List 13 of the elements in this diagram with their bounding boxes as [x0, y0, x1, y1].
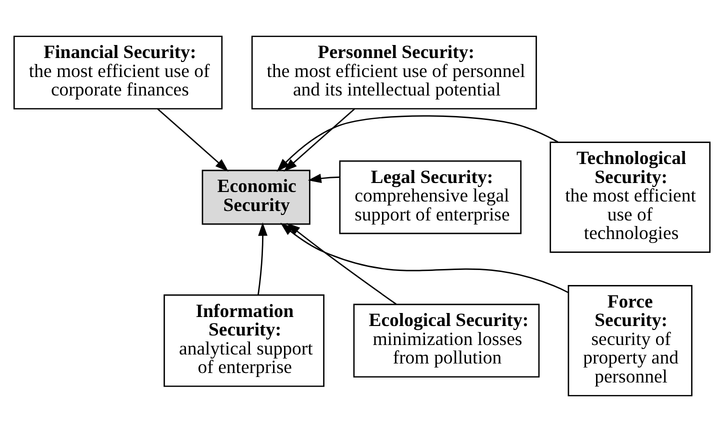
- node-box: Economic Security: [202, 170, 310, 225]
- arrow: [276, 115, 558, 172]
- node-box: Personnel Security: the most efficient use of personnel and its intellectual potential: [251, 36, 537, 110]
- arrow: [157, 108, 229, 172]
- node-box: Legal Security: comprehensive legal support of enterprise: [339, 160, 522, 234]
- node-box: Force Security: security of property and personnel: [568, 285, 692, 396]
- arrow: [258, 222, 268, 295]
- node-box: Ecological Security: minimization losses from pollution: [353, 304, 540, 378]
- node-box: Technological Security: the most efficient use of technologies: [550, 142, 711, 253]
- node-box: Information Security: analytical support of enterprise: [164, 294, 324, 387]
- arrow: [284, 108, 356, 172]
- arrow: [308, 174, 340, 184]
- node-box: Financial Security: the most efficient use of corporate finances: [13, 36, 223, 110]
